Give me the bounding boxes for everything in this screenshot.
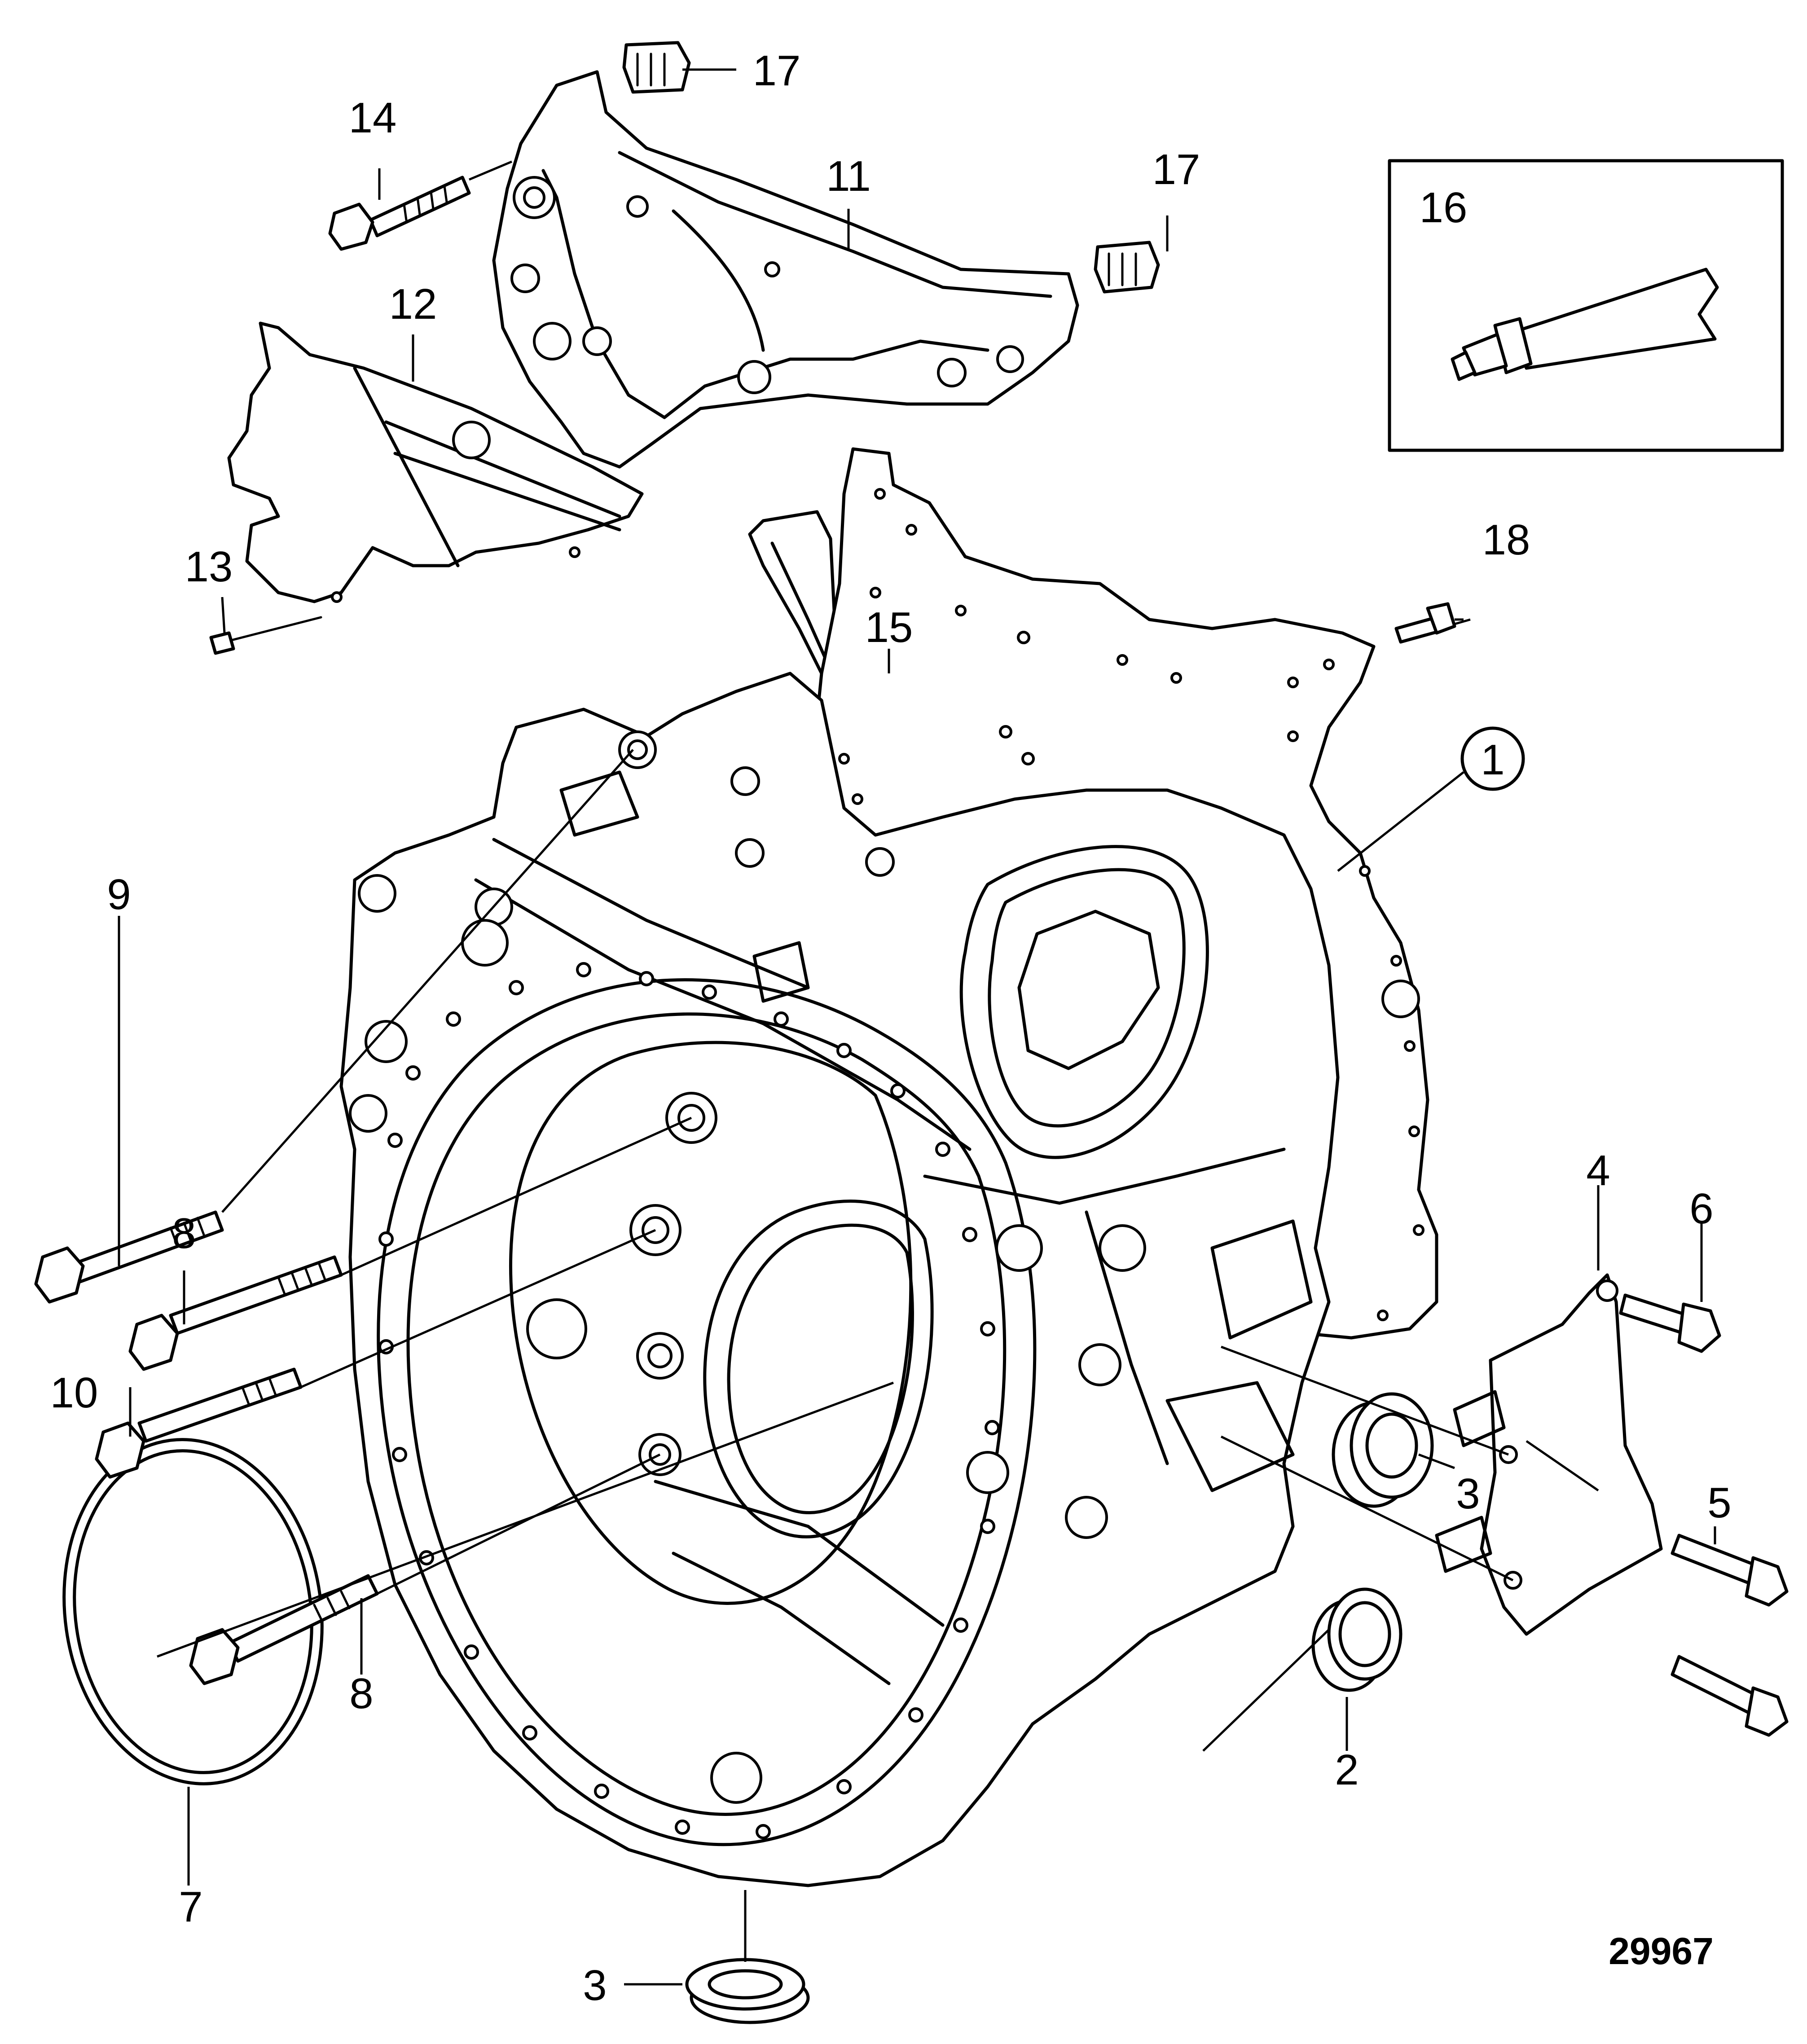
sealant-tube-icon	[1451, 268, 1719, 381]
callout-3-right: 3	[1456, 1470, 1480, 1518]
bolt-part-18	[1394, 602, 1464, 644]
callout-10: 10	[50, 1369, 98, 1417]
callout-16: 16	[1420, 184, 1468, 232]
callout-13: 13	[185, 543, 233, 591]
callout-3-bottom: 3	[583, 1961, 607, 2009]
bolt-part-5-upper	[1671, 1534, 1789, 1607]
figure-number: 29967	[1609, 1930, 1714, 1972]
callout-17-upper: 17	[753, 47, 801, 95]
callout-5: 5	[1707, 1479, 1731, 1527]
clip-part-17-right	[1094, 241, 1160, 294]
bolt-part-8-upper	[128, 1255, 343, 1371]
seal-part-3-bottom	[685, 1958, 810, 2024]
callout-14: 14	[349, 94, 397, 142]
inset-box-sealant	[1388, 159, 1784, 452]
callout-11: 11	[826, 152, 871, 200]
callout-labels: 1 2 3 3 4 5 6 7 8 8 9 10 11 12 13 14 15 …	[50, 47, 1732, 2009]
callout-8-lower: 8	[349, 1670, 373, 1718]
callout-2: 2	[1335, 1746, 1359, 1794]
bolt-part-14	[328, 160, 512, 251]
screw-part-13	[209, 616, 322, 655]
plug-part-2	[1311, 1587, 1403, 1692]
clip-part-17-upper	[622, 41, 691, 94]
callout-7: 7	[179, 1883, 202, 1931]
cover-plate-part-12	[227, 321, 644, 603]
leader-lines	[118, 68, 1716, 1986]
frame-bracket-part-11	[492, 70, 1079, 469]
o-ring-part-7	[62, 1438, 324, 1785]
callout-4: 4	[1586, 1147, 1610, 1195]
callout-1: 1	[1481, 736, 1504, 784]
flywheel-housing-part-1	[339, 672, 1340, 1887]
bracket-part-4	[1435, 1273, 1663, 1636]
bolt-part-6	[1619, 1293, 1721, 1353]
bolt-part-10	[95, 1367, 303, 1479]
callout-12: 12	[389, 280, 437, 328]
callout-circle-1	[1460, 726, 1525, 791]
bolt-part-5-lower	[1671, 1655, 1789, 1737]
callout-18: 18	[1482, 516, 1530, 564]
inset-frame	[1388, 159, 1784, 452]
callout-17-right: 17	[1152, 145, 1200, 193]
seal-part-3-right	[1332, 1392, 1434, 1508]
bolt-part-9	[34, 1210, 224, 1304]
callout-9: 9	[107, 870, 131, 919]
callout-6: 6	[1689, 1185, 1713, 1233]
callout-15: 15	[865, 603, 913, 651]
callout-8-upper: 8	[172, 1209, 196, 1257]
bolt-part-8-lower	[189, 1574, 379, 1685]
